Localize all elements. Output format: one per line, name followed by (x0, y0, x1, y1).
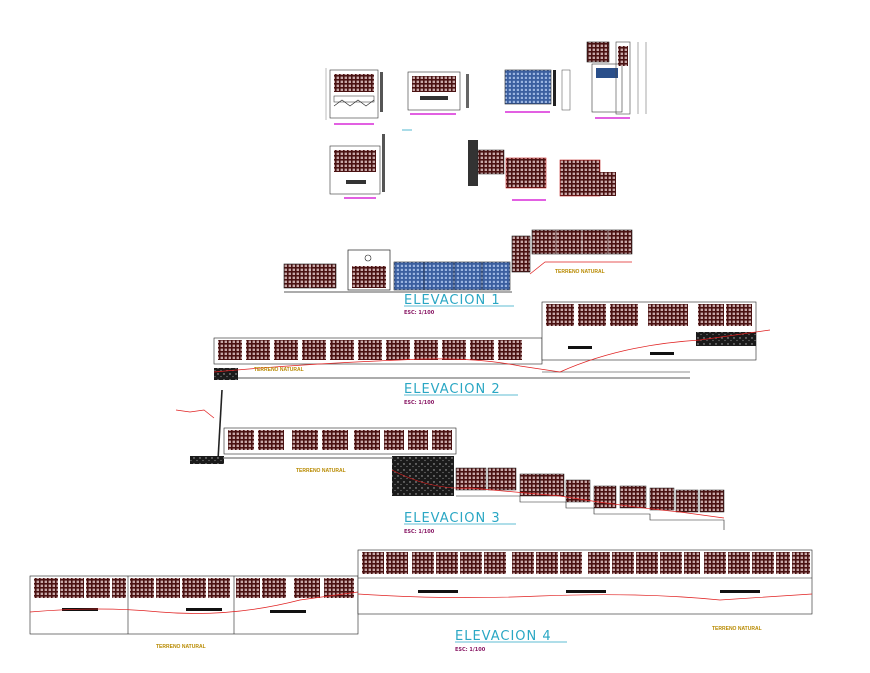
elevacion-2-scale: ESC: 1/100 (404, 400, 435, 406)
detail-column (586, 41, 647, 119)
terrain-label-4-right: TERRENO NATURAL (712, 626, 762, 632)
terrain-label-4-left: TERRENO NATURAL (156, 644, 206, 650)
detail-elevation-5 (329, 129, 412, 199)
elevacion-4-drawing (29, 549, 813, 635)
elevacion-1-scale: ESC: 1/100 (404, 310, 435, 316)
detail-elevation-2 (407, 71, 469, 115)
detail-section (468, 140, 616, 201)
terrain-label-2: TERRENO NATURAL (254, 367, 304, 373)
elevacion-1-drawing (283, 229, 633, 293)
detail-drawings (325, 41, 647, 201)
terrain-label-3: TERRENO NATURAL (296, 468, 346, 474)
elevacion-1-labels: TERRENO NATURAL ELEVACION 1 ESC: 1/100 (404, 269, 605, 316)
elevacion-4-title: ELEVACION 4 (455, 629, 552, 644)
elevacion-3-labels: TERRENO NATURAL ELEVACION 3 ESC: 1/100 (296, 468, 516, 535)
terrain-label-1: TERRENO NATURAL (555, 269, 605, 275)
elevacion-2-drawing (213, 301, 771, 380)
elevacion-1-title: ELEVACION 1 (404, 293, 501, 308)
elevacion-4-scale: ESC: 1/100 (455, 647, 486, 653)
elevacion-3-scale: ESC: 1/100 (404, 529, 435, 535)
elevacion-2-title: ELEVACION 2 (404, 382, 501, 397)
elevacion-3-title: ELEVACION 3 (404, 511, 501, 526)
detail-elevation-1 (325, 68, 383, 125)
elevacion-4-labels: TERRENO NATURAL TERRENO NATURAL ELEVACIO… (156, 626, 762, 653)
elevacion-3-drawing (175, 389, 725, 530)
elevacion-2-labels: TERRENO NATURAL ELEVACION 2 ESC: 1/100 (254, 367, 518, 406)
detail-gate (504, 69, 571, 113)
